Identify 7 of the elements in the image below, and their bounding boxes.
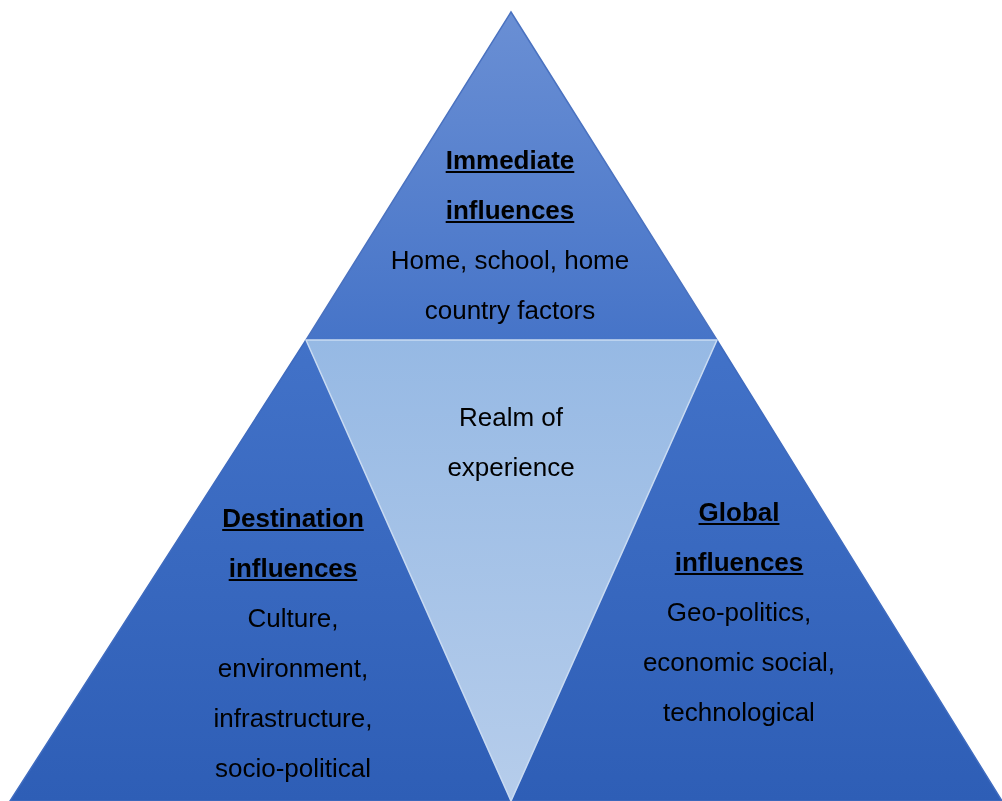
section-heading: Destination influences — [222, 502, 364, 585]
description-text: Geo-politics, economic social, technological — [641, 596, 837, 729]
description-text: Home, school, home country factors — [389, 244, 631, 327]
description-text: Culture, environment, infrastructure, socio-political — [212, 602, 374, 785]
description-text: Realm of experience — [447, 401, 575, 484]
section-heading: Global influences — [674, 496, 804, 579]
section-heading: Immediate influences — [445, 144, 575, 227]
